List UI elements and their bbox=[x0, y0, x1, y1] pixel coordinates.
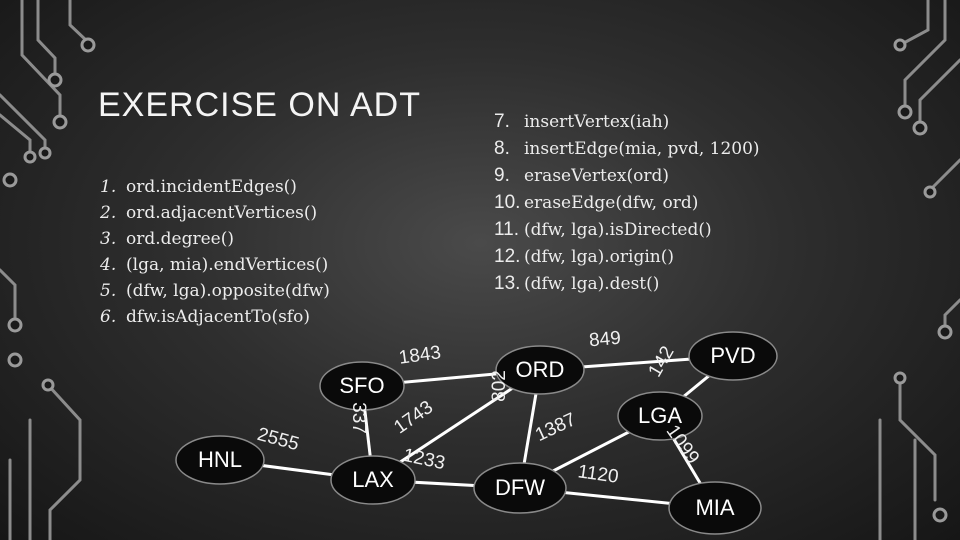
operation-number: 5. bbox=[100, 281, 117, 301]
operation-number: 4. bbox=[100, 255, 117, 275]
graph-vertex bbox=[668, 481, 762, 535]
vertex-label: PVD bbox=[710, 343, 756, 368]
operation-item: 6. dfw.isAdjacentTo(sfo) bbox=[100, 304, 330, 330]
operation-item: 11.(dfw, lga).isDirected() bbox=[494, 216, 760, 243]
operation-number: 10. bbox=[494, 192, 521, 213]
vertex-label: ORD bbox=[515, 357, 565, 382]
operation-text: eraseEdge(dfw, ord) bbox=[524, 193, 699, 213]
operation-text: (lga, mia).endVertices() bbox=[126, 255, 329, 275]
operation-item: 13.(dfw, lga).dest() bbox=[494, 270, 760, 297]
slide-title: EXERCISE ON ADT bbox=[98, 86, 421, 124]
operation-text: (dfw, lga).dest() bbox=[524, 274, 660, 294]
operation-item: 7. insertVertex(iah) bbox=[494, 108, 760, 135]
operation-text: insertEdge(mia, pvd, 1200) bbox=[524, 139, 760, 159]
operation-number: 1. bbox=[100, 177, 117, 197]
operation-item: 12.(dfw, lga).origin() bbox=[494, 243, 760, 270]
operation-text: dfw.isAdjacentTo(sfo) bbox=[126, 307, 310, 327]
vertex-label: MIA bbox=[695, 495, 735, 520]
operation-text: (dfw, lga).isDirected() bbox=[524, 220, 712, 240]
graph-vertex bbox=[473, 462, 567, 514]
vertex-label: SFO bbox=[339, 373, 385, 398]
edge-weight-label: 849 bbox=[588, 327, 622, 352]
graph-vertex bbox=[495, 345, 585, 395]
operation-item: 10.eraseEdge(dfw, ord) bbox=[494, 189, 760, 216]
graph-vertex bbox=[175, 435, 265, 485]
operation-item: 1. ord.incidentEdges() bbox=[100, 174, 330, 200]
operation-item: 2. ord.adjacentVertices() bbox=[100, 200, 330, 226]
operation-number: 3. bbox=[100, 229, 117, 249]
operation-item: 5. (dfw, lga).opposite(dfw) bbox=[100, 278, 330, 304]
operation-item: 8. insertEdge(mia, pvd, 1200) bbox=[494, 135, 760, 162]
vertex-label: DFW bbox=[494, 475, 546, 500]
operation-text: ord.incidentEdges() bbox=[126, 177, 297, 197]
vertex-label: LAX bbox=[352, 467, 394, 492]
operation-number: 7. bbox=[494, 111, 510, 132]
operation-text: insertVertex(iah) bbox=[524, 112, 670, 132]
operation-text: (dfw, lga).opposite(dfw) bbox=[126, 281, 330, 301]
graph-vertex bbox=[688, 331, 778, 381]
operation-text: eraseVertex(ord) bbox=[524, 166, 669, 186]
operation-number: 13. bbox=[494, 273, 521, 294]
operations-list-left: 1. ord.incidentEdges() 2. ord.adjacentVert… bbox=[100, 174, 330, 330]
operation-number: 6. bbox=[100, 307, 117, 327]
operation-item: 9. eraseVertex(ord) bbox=[494, 162, 760, 189]
operation-number: 11. bbox=[494, 219, 520, 240]
operation-number: 2. bbox=[100, 203, 117, 223]
graph-vertex bbox=[330, 455, 416, 505]
operation-number: 9. bbox=[494, 165, 510, 186]
operation-item: 4. (lga, mia).endVertices() bbox=[100, 252, 330, 278]
operations-list-right: 7. insertVertex(iah) 8. insertEdge(mia, pv… bbox=[494, 108, 760, 297]
vertex-label: HNL bbox=[197, 447, 242, 472]
operation-text: ord.adjacentVertices() bbox=[126, 203, 318, 223]
operation-number: 8. bbox=[494, 138, 510, 159]
operation-text: (dfw, lga).origin() bbox=[524, 247, 674, 267]
operation-number: 12. bbox=[494, 246, 521, 267]
vertex-label: LGA bbox=[637, 403, 683, 428]
graph-vertex bbox=[319, 361, 405, 411]
graph-vertex bbox=[617, 391, 703, 441]
operation-text: ord.degree() bbox=[126, 229, 234, 249]
operation-item: 3. ord.degree() bbox=[100, 226, 330, 252]
